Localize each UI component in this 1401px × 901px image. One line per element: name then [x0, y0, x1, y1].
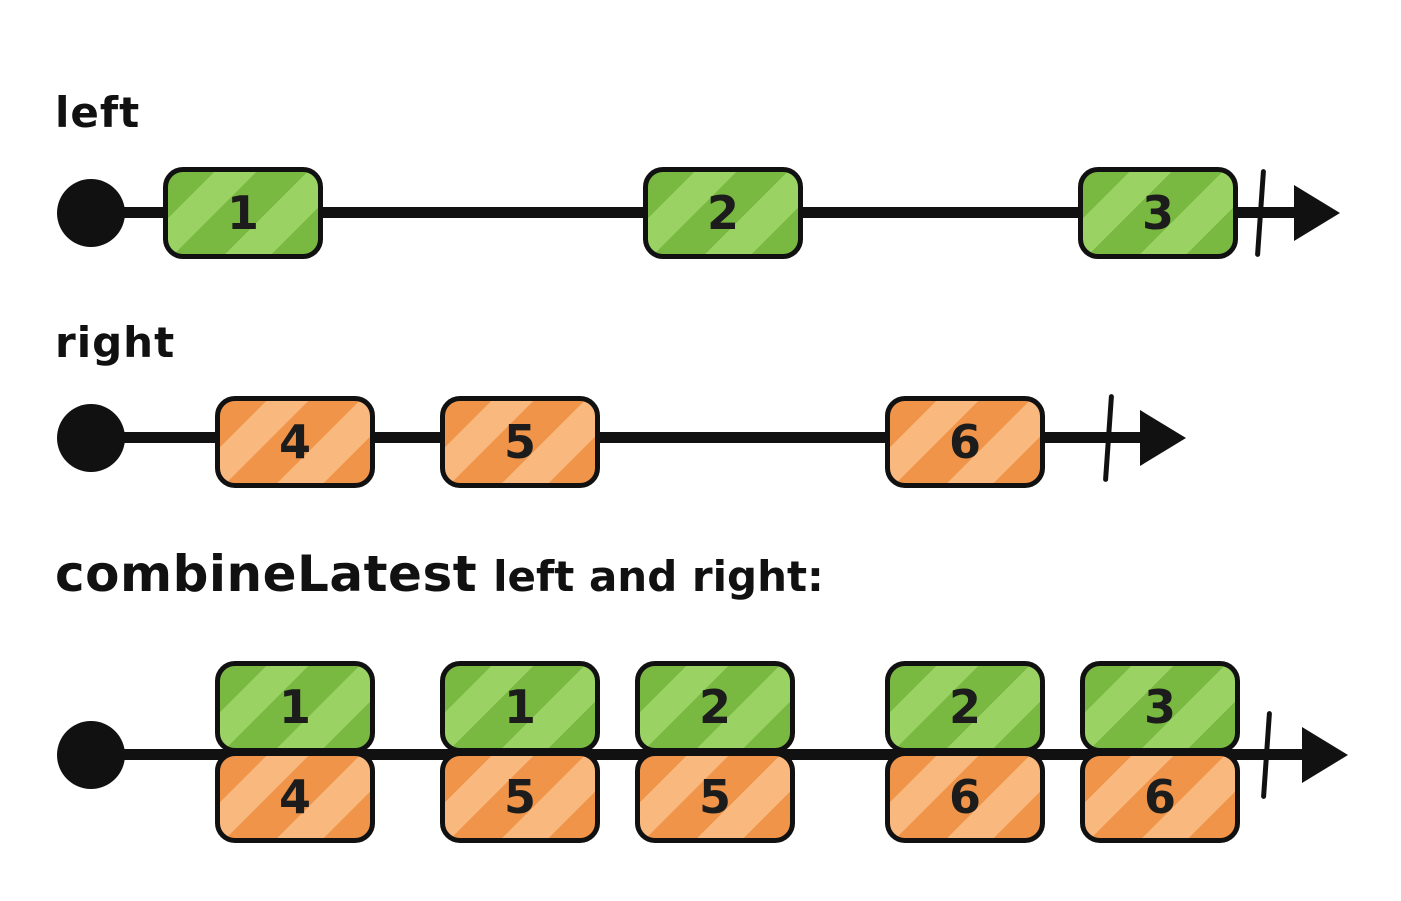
marble-value: 2 [948, 680, 981, 734]
right-marble-4: 4 [215, 396, 375, 488]
right-stream-label: right [55, 318, 176, 367]
result-timeline-arrowhead-icon [1302, 727, 1348, 783]
marble-value: 2 [706, 186, 739, 240]
result-pair-1-top-marble: 1 [215, 661, 375, 753]
result-pair-2-top-marble: 1 [440, 661, 600, 753]
operator-label-suffix: left and right: [493, 552, 824, 601]
result-timeline-origin-dot [57, 721, 125, 789]
left-marble-2: 2 [643, 167, 803, 259]
left-marble-1: 1 [163, 167, 323, 259]
marble-value: 5 [698, 770, 731, 824]
marble-value: 3 [1143, 680, 1176, 734]
left-marble-3: 3 [1078, 167, 1238, 259]
left-timeline-arrowhead-icon [1294, 185, 1340, 241]
marble-value: 5 [503, 415, 536, 469]
marble-value: 6 [948, 770, 981, 824]
marble-value: 5 [503, 770, 536, 824]
result-pair-4-top-marble: 2 [885, 661, 1045, 753]
marble-value: 1 [503, 680, 536, 734]
marble-value: 1 [278, 680, 311, 734]
marble-value: 4 [278, 415, 311, 469]
result-pair-2-bottom-marble: 5 [440, 751, 600, 843]
right-timeline-line [91, 432, 1153, 443]
marble-value: 1 [226, 186, 259, 240]
marble-value: 6 [1143, 770, 1176, 824]
result-pair-5-top-marble: 3 [1080, 661, 1240, 753]
result-pair-3-top-marble: 2 [635, 661, 795, 753]
left-stream-label: left [55, 88, 141, 137]
result-pair-1-bottom-marble: 4 [215, 751, 375, 843]
result-pair-5-bottom-marble: 6 [1080, 751, 1240, 843]
result-pair-3-bottom-marble: 5 [635, 751, 795, 843]
marble-value: 3 [1141, 186, 1174, 240]
right-timeline-origin-dot [57, 404, 125, 472]
right-timeline-arrowhead-icon [1140, 410, 1186, 466]
right-marble-5: 5 [440, 396, 600, 488]
operator-name: combineLatest [55, 545, 478, 603]
right-marble-6: 6 [885, 396, 1045, 488]
left-timeline-origin-dot [57, 179, 125, 247]
marble-value: 4 [278, 770, 311, 824]
operator-label: combineLatest left and right: [55, 545, 824, 603]
marble-value: 6 [948, 415, 981, 469]
marble-value: 2 [698, 680, 731, 734]
result-pair-4-bottom-marble: 6 [885, 751, 1045, 843]
